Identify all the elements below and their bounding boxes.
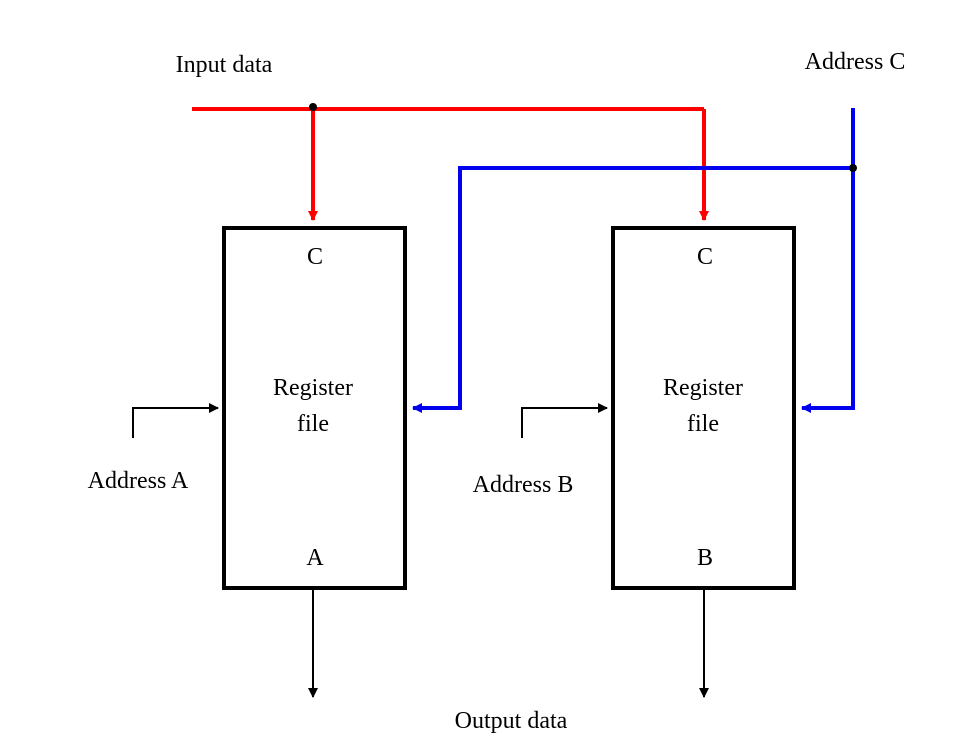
register-file-b-name-line1: Register (663, 375, 743, 401)
input-data-bus (192, 107, 709, 221)
address-b-label: Address B (473, 472, 574, 498)
register-file-b-bottom-port: B (697, 545, 713, 571)
register-file-a-box (222, 226, 407, 590)
address-c-bus (412, 108, 855, 413)
register-file-a-name-line2: file (297, 411, 329, 437)
output-data-label: Output data (455, 708, 568, 734)
register-file-b-name-line2: file (687, 411, 719, 437)
address-b-arrow (521, 403, 608, 438)
address-a-arrow (132, 403, 219, 438)
register-file-b-box (611, 226, 796, 590)
register-file-a-top-port: C (307, 244, 323, 270)
address-a-label: Address A (88, 468, 189, 494)
address-c-label: Address C (805, 49, 906, 75)
input-data-label: Input data (176, 52, 273, 78)
register-file-a-name-line1: Register (273, 375, 353, 401)
register-file-b-top-port: C (697, 244, 713, 270)
register-file-a-bottom-port: A (306, 545, 324, 571)
input-data-junction-dot (309, 103, 317, 111)
address-c-junction-dot (849, 164, 857, 172)
